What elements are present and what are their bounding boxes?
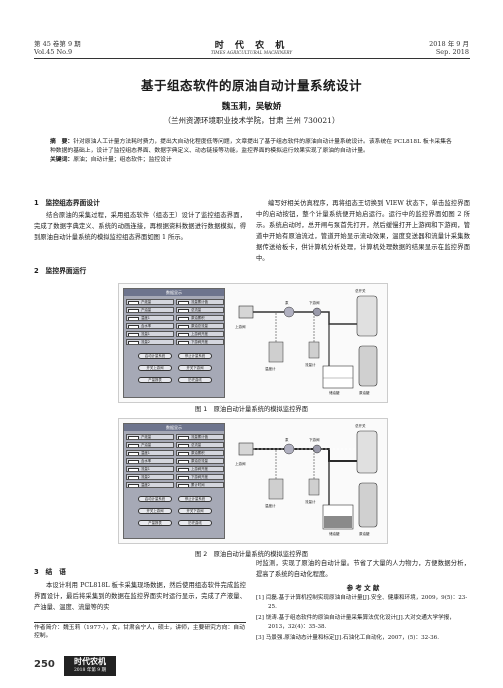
fig2-row: 下游阀开度 <box>176 474 224 480</box>
abstract-text: 针对原油人工计量方法耗时费力，提出大自动化程度低等问题，文章提出了基于组态软件的… <box>50 139 452 154</box>
fig1-row: 流量2 <box>126 339 174 345</box>
fig1-panel-title: 数据显示 <box>124 289 224 296</box>
svg-text:储油罐: 储油罐 <box>329 390 340 395</box>
svg-text:泵: 泵 <box>285 437 289 442</box>
fig2-row: 总流量 <box>176 442 224 448</box>
fig2-data-panel: 数据显示 产液量 流量累计值 产油量 总流量 温度1 原油累积 含水率 原油总流… <box>123 423 225 539</box>
fig2-row: 累计时间 <box>176 482 224 488</box>
fig2-process-diagram: 上游阀 泵 下游阀 温度计 流量计 储油罐 原油罐 总开关 <box>235 423 378 536</box>
page-number: 250 <box>34 659 55 670</box>
fig2-report-button[interactable]: 产量报表 <box>138 520 172 526</box>
footnote-rule <box>34 622 246 623</box>
svg-text:下游阀: 下游阀 <box>309 437 320 442</box>
fig2-row: 上游阀开度 <box>176 466 224 472</box>
fig2-row: 温度2 <box>126 482 174 488</box>
fig1-row: 温度1 <box>126 315 174 321</box>
svg-text:温度计: 温度计 <box>265 503 276 508</box>
fig2-start-button[interactable]: 启动计量系统 <box>138 496 172 502</box>
fig1-history-button[interactable]: 历史曲线 <box>178 377 212 383</box>
svg-text:总开关: 总开关 <box>355 288 366 293</box>
fig1-process-diagram: 上游阀 泵 下游阀 温度计 流量计 储油罐 原油罐 总开关 <box>235 288 378 395</box>
keywords-label: 关键词： <box>50 157 74 163</box>
journal-logo-text: 时代农机 <box>74 657 106 666</box>
header-rule <box>34 58 470 59</box>
fig2-panel-title: 数据显示 <box>124 424 224 431</box>
fig1-row: 上游阀开度 <box>176 331 224 337</box>
author-note: 作者简介：魏玉莉（1977-），女，甘肃会宁人，硕士，讲师，主要研究方向：自动控… <box>34 625 245 639</box>
svg-text:流量计: 流量计 <box>305 499 316 504</box>
svg-text:储油罐: 储油罐 <box>329 531 340 536</box>
svg-text:上游阀: 上游阀 <box>235 324 246 329</box>
fig1-row: 产油量 <box>126 307 174 313</box>
fig2-row: 产油量 <box>126 442 174 448</box>
fig2-history-button[interactable]: 历史曲线 <box>178 520 212 526</box>
references-title: 参 考 文 献 <box>346 584 380 592</box>
fig1-row: 原油累积 <box>176 315 224 321</box>
section-3-title: 3 结 语 <box>34 568 66 576</box>
fig1-report-button[interactable]: 产量报表 <box>138 377 172 383</box>
fig2-row: 流量累计值 <box>176 434 224 440</box>
journal-logo-sub: 2018 年第 9 期 <box>73 668 107 673</box>
fig2-row: 产液量 <box>126 434 174 440</box>
svg-text:温度计: 温度计 <box>265 366 276 371</box>
figure-1-caption: 图 1 原油自动计量系统的模拟监控界面 <box>194 406 309 413</box>
svg-text:总开关: 总开关 <box>355 423 366 428</box>
fig1-stop-button[interactable]: 停止计量系统 <box>178 353 212 359</box>
fig2-stop-button[interactable]: 停止计量系统 <box>178 496 212 502</box>
volume-cn: 第 45 卷第 9 期 <box>34 40 81 48</box>
volume-en: Vol.45 No.9 <box>34 48 73 56</box>
fig1-row: 流量1 <box>126 331 174 337</box>
svg-text:泵: 泵 <box>285 300 289 305</box>
article-title: 基于组态软件的原油自动计量系统设计 <box>140 78 362 93</box>
article-authors: 魏玉莉，吴敏娇 <box>221 102 282 112</box>
fig2-row: 原油累积 <box>176 450 224 456</box>
figure-2-caption: 图 2 原油自动计量系统的模拟监控界面 <box>194 551 309 558</box>
reference-item: [2] 饶涛.基于组态软件的原油自动计量采集算法优化设计[J].大对交通大学学报… <box>256 615 455 630</box>
section-1-body: 结合原油的采集过程，采用组态软件（组态王）设计了监控组态界面，完成了数据字典定义… <box>34 212 246 241</box>
fig2-row: 温度1 <box>126 450 174 456</box>
svg-text:原油罐: 原油罐 <box>359 390 370 395</box>
fig1-row: 流量累计值 <box>176 299 224 305</box>
svg-text:流量计: 流量计 <box>305 362 316 367</box>
fig2-downstream-valve-button[interactable]: 开关下游阀 <box>178 508 212 514</box>
keywords-text: 原油；自动计量；组态软件；监控设计 <box>73 157 172 163</box>
date-en: Sep. 2018 <box>435 48 469 56</box>
fig1-row: 下游阀开度 <box>176 339 224 345</box>
reference-item: [1] 闫磊.基于计算机控制实现原油自动计量[J].安全、健康和环境，2009，… <box>256 595 468 610</box>
fig1-row: 总流量 <box>176 307 224 313</box>
fig1-data-panel: 数据显示 产液量 流量累计值 产油量 总流量 温度1 原油累积 含水率 原油总流… <box>123 288 225 398</box>
section-2-body: 编写好相关仿真程序，再将组态王切换到 VIEW 状态下，单击监控界面中的启动按钮… <box>256 200 470 262</box>
journal-name-en: TIMES AGRICULTURAL MACHINERY <box>210 50 293 55</box>
journal-logo: 时代农机 2018 年第 9 期 <box>64 656 116 676</box>
fig1-upstream-valve-button[interactable]: 开关上游阀 <box>138 365 172 371</box>
fig2-row: 流量1 <box>126 466 174 472</box>
svg-text:下游阀: 下游阀 <box>309 300 320 305</box>
fig1-downstream-valve-button[interactable]: 开关下游阀 <box>178 365 212 371</box>
fig2-row: 流量2 <box>126 474 174 480</box>
svg-text:上游阀: 上游阀 <box>235 461 246 466</box>
svg-text:原油罐: 原油罐 <box>359 531 370 536</box>
date-cn: 2018 年 9 月 <box>429 40 469 48</box>
section-1-title: 1 监控组态界面设计 <box>34 199 100 207</box>
fig1-row: 原油总流量 <box>176 323 224 329</box>
section-3-continued: 时监测，实现了原油的自动计量。节省了大量的人力物力，方便数据分析，提高了系统的自… <box>256 560 470 578</box>
abstract: 摘 要：针对原油人工计量方法耗时费力，提出大自动化程度低等问题，文章提出了基于组… <box>50 138 454 165</box>
fig1-start-button[interactable]: 启动计量系统 <box>138 353 172 359</box>
section-2-title: 2 监控界面运行 <box>34 267 87 275</box>
article-affiliation: （兰州资源环境职业技术学院，甘肃 兰州 730021） <box>163 116 340 125</box>
fig2-row: 原油总流量 <box>176 458 224 464</box>
fig2-upstream-valve-button[interactable]: 开关上游阀 <box>138 508 172 514</box>
figure-1: 数据显示 产液量 流量累计值 产油量 总流量 温度1 原油累积 含水率 原油总流… <box>118 283 388 403</box>
reference-item: [3] 马景强.原油动态计量和标定[J].石油化工自动化，2007，(5)：32… <box>256 635 439 641</box>
fig1-row: 含水率 <box>126 323 174 329</box>
section-3-body: 本设计利用 PCL818L 板卡采集现场数据，然后使用组态软件完成监控界面设计，… <box>34 582 246 611</box>
figure-2: 数据显示 产液量 流量累计值 产油量 总流量 温度1 原油累积 含水率 原油总流… <box>118 418 388 544</box>
fig2-row: 含水率 <box>126 458 174 464</box>
journal-name-cn: 时 代 农 机 <box>214 41 289 51</box>
abstract-label: 摘 要： <box>50 139 74 145</box>
fig1-row: 产液量 <box>126 299 174 305</box>
